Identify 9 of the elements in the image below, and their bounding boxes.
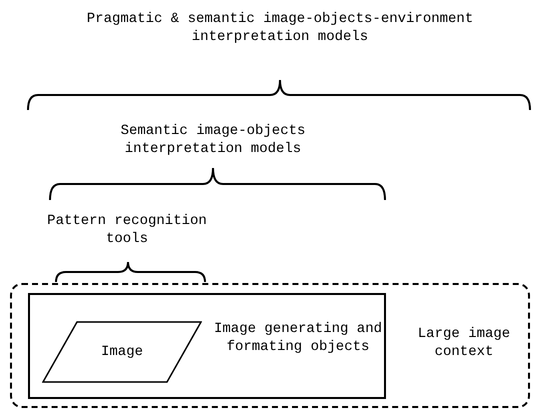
process-box [28, 293, 386, 399]
bracket-label: Semantic image-objects interpretation models [120, 122, 306, 158]
parallelogram [42, 321, 202, 383]
bracket-label: Pragmatic & semantic image-objects-environment interpretation models [86, 10, 474, 46]
node-text: Image [100, 343, 144, 361]
node-text: Image generating and formating objects [212, 320, 384, 356]
dashed-boundary-box [10, 283, 530, 408]
node-text: Large image context [416, 325, 512, 361]
bracket-label: Pattern recognition tools [47, 212, 207, 248]
